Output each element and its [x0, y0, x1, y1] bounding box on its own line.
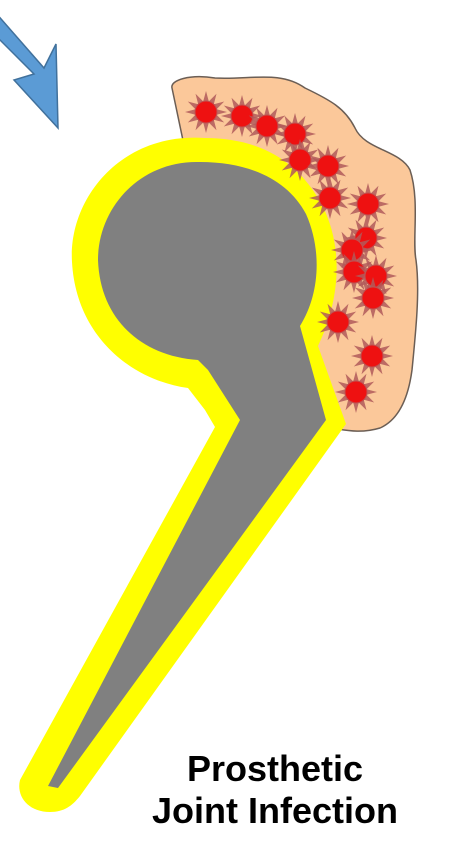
caption-line-1: Prosthetic — [110, 748, 440, 790]
arrow-icon — [0, 4, 58, 128]
caption-line-2: Joint Infection — [110, 790, 440, 832]
diagram-caption: Prosthetic Joint Infection — [110, 748, 440, 832]
